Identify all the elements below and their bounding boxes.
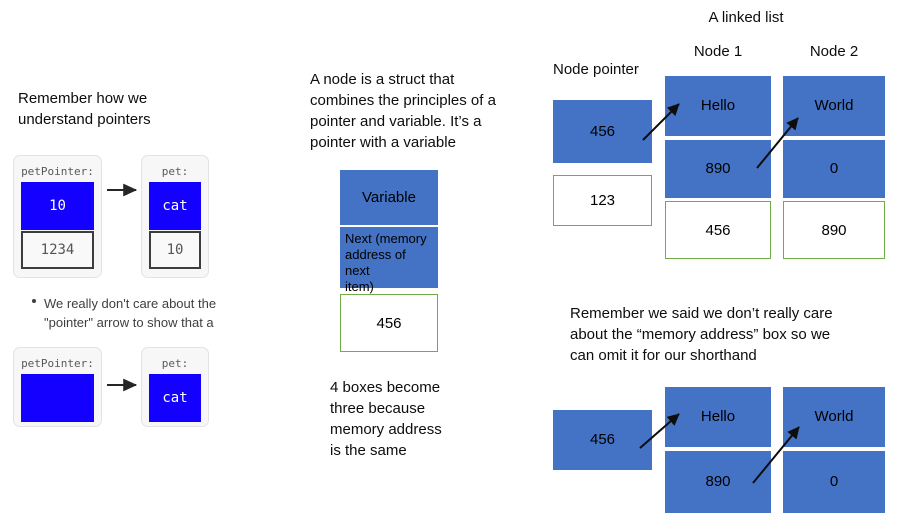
shorthand-note: Remember we said we don’t really care ab…	[570, 305, 833, 364]
node-struct-paragraph: A node is a struct that combines the pri…	[310, 71, 496, 151]
linked-list-title: A linked list	[708, 9, 784, 26]
np-address-cell-full: 123	[553, 175, 652, 226]
np-value-cell-short: 456	[553, 410, 652, 470]
pet-pointer-card-2: petPointer:	[13, 347, 102, 427]
pet-pointer-address-cell-1: 1234	[21, 231, 94, 269]
pet-address-cell-1: 10	[149, 231, 201, 269]
node2-next-cell-full: 0	[783, 140, 885, 198]
node2-data-cell-full: World	[783, 76, 885, 136]
node1-data-cell-full: Hello	[665, 76, 771, 136]
pet-pointer-value-cell-2	[21, 374, 94, 422]
node-pointer-label: Node pointer	[553, 61, 639, 78]
pet-card-2: pet: cat	[141, 347, 209, 427]
pet-pointer-value-cell-1: 10	[21, 182, 94, 230]
bullet-text: We really don't care about the "pointer"…	[44, 296, 217, 330]
node1-next-cell-full: 890	[665, 140, 771, 198]
bullet-item: We really don't care about the "pointer"…	[32, 294, 228, 332]
pet-value-cell-1: cat	[149, 182, 201, 230]
pet-label-2: pet:	[161, 357, 189, 370]
node-2-label: Node 2	[809, 43, 859, 60]
bullet-dot-icon	[32, 299, 36, 303]
node2-address-cell-full: 890	[783, 201, 885, 259]
node1-next-cell-short: 890	[665, 451, 771, 513]
node1-address-cell-full: 456	[665, 201, 771, 259]
np-value-cell-full: 456	[553, 100, 652, 163]
pet-card-1: pet: cat 10	[141, 155, 209, 278]
node-1-label: Node 1	[693, 43, 743, 60]
pet-pointer-label-2: petPointer:	[21, 357, 94, 370]
pet-label-1: pet:	[161, 165, 189, 178]
struct-variable-cell: Variable	[340, 170, 438, 225]
node2-data-cell-short: World	[783, 387, 885, 447]
node2-next-cell-short: 0	[783, 451, 885, 513]
pet-pointer-label-1: petPointer:	[21, 165, 94, 178]
struct-caption: 4 boxes become three because memory addr…	[330, 379, 442, 459]
struct-next-cell: Next (memory address of next item)	[340, 227, 438, 294]
node1-data-cell-short: Hello	[665, 387, 771, 447]
pet-value-cell-2: cat	[149, 374, 201, 422]
left-column-heading: Remember how we understand pointers	[18, 90, 151, 128]
pet-pointer-card-1: petPointer: 10 1234	[13, 155, 102, 278]
struct-address-cell: 456	[340, 294, 438, 352]
